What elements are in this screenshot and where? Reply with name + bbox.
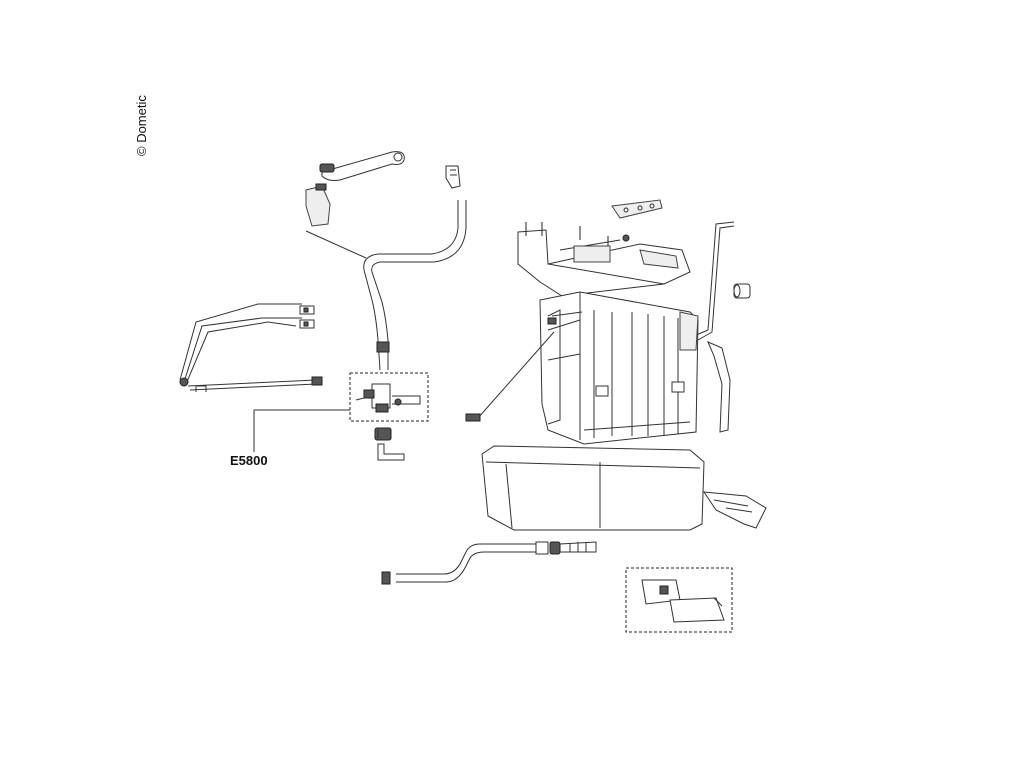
cover-clip-part[interactable] [305, 183, 331, 227]
threaded-connector-part[interactable] [549, 541, 597, 555]
side-strip-part[interactable] [707, 341, 731, 433]
valve-assembly-box [349, 372, 429, 422]
cooling-unit-body[interactable] [539, 291, 699, 445]
sensor-wire-part[interactable] [465, 331, 555, 422]
lever-arm-part[interactable] [319, 151, 405, 181]
clips-box [625, 567, 733, 633]
end-cap-part[interactable] [733, 283, 751, 299]
leader-line-hose [305, 230, 367, 259]
valve-nut-part[interactable] [374, 427, 405, 461]
part-label-e5800[interactable]: E5800 [230, 453, 268, 468]
leader-line-e5800 [253, 409, 350, 452]
wiring-harness-part[interactable] [179, 303, 323, 392]
stepped-base-part[interactable] [703, 491, 767, 529]
elbow-fitting-part[interactable] [445, 165, 461, 189]
drain-valve-assembly[interactable] [355, 383, 421, 413]
support-rod-part[interactable] [693, 221, 735, 341]
clip-parts[interactable] [641, 579, 725, 623]
base-tray-part[interactable] [481, 445, 705, 531]
drain-hose-part[interactable] [381, 541, 549, 585]
mounting-bracket-part[interactable] [611, 199, 663, 219]
water-hose-part[interactable] [363, 200, 467, 371]
upper-housing-part[interactable] [517, 222, 691, 297]
